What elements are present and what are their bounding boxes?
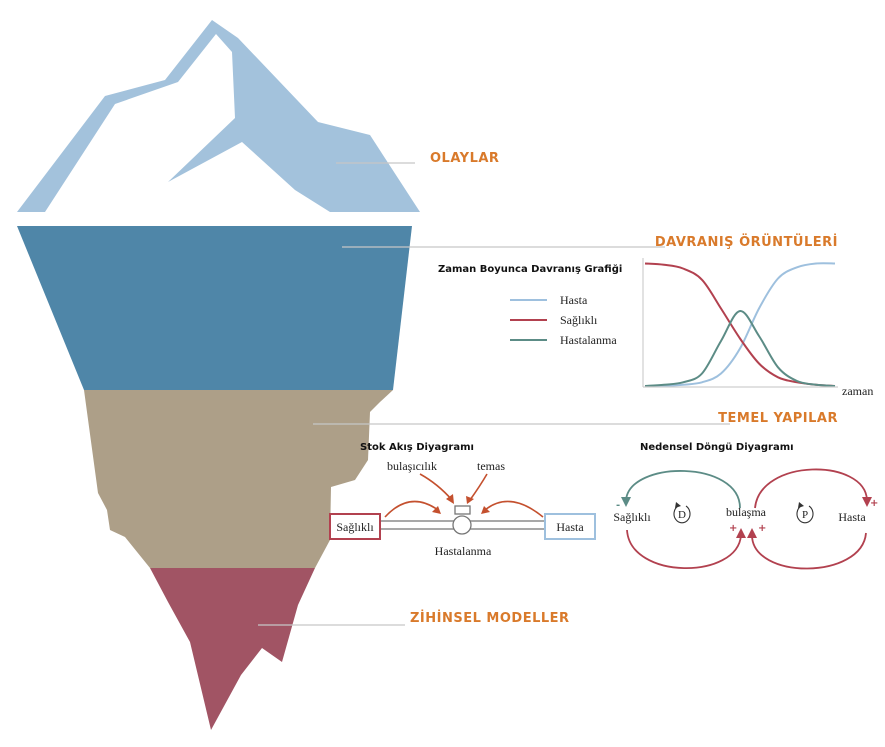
causal-loop-title: Nedensel Döngü Diyagramı xyxy=(640,442,794,453)
loop-node-hasta: Hasta xyxy=(838,510,866,524)
loop-d-arrow-icon xyxy=(675,502,681,508)
arrowhead-loop-d-top xyxy=(621,497,631,507)
sign-plus-mid: + xyxy=(758,523,766,534)
layer-models xyxy=(150,568,315,730)
loop-p-circle-icon xyxy=(796,505,814,524)
arrow-stock-right xyxy=(484,500,544,518)
label-patterns: DAVRANIŞ ÖRÜNTÜLERİ xyxy=(655,234,838,250)
loop-label-p: P xyxy=(802,509,808,521)
layer-structures xyxy=(84,390,393,568)
arrowhead-loop-d-bottom xyxy=(736,528,746,538)
behavior-graph-plot xyxy=(644,262,836,388)
series-line-1 xyxy=(644,262,836,387)
arrowhead-temas xyxy=(466,496,474,504)
flow-label-hastalanma: Hastalanma xyxy=(435,544,492,558)
label-mental-models: ZİHİNSEL MODELLER xyxy=(410,610,570,626)
stock-flow-title: Stok Akış Diyagramı xyxy=(360,442,474,453)
sign-plus-left: + xyxy=(729,523,737,534)
stock-box-saglikli xyxy=(329,513,381,540)
flow-valve xyxy=(452,515,472,535)
loop-p-arrow-icon xyxy=(798,502,804,508)
arrow-stock-left xyxy=(384,500,439,518)
arrow-temas xyxy=(469,473,488,501)
arrow-bulasicilik xyxy=(419,473,453,501)
legend-label-saglikli: Sağlıklı xyxy=(560,313,598,327)
stock-label-hasta: Hasta xyxy=(556,520,584,534)
flow-valve-top xyxy=(454,505,471,515)
stock-label-saglikli: Sağlıklı xyxy=(336,520,374,534)
legend-label-hasta: Hasta xyxy=(560,293,588,307)
arrowhead-loop-p-bottom xyxy=(747,528,757,538)
loop-d-bottom xyxy=(626,529,742,569)
sign-plus-right: + xyxy=(870,498,878,509)
arrowhead-stock-right xyxy=(481,506,490,514)
stock-box-hasta xyxy=(544,513,596,540)
series-line-2 xyxy=(644,310,836,387)
arrowhead-bulasicilik xyxy=(446,494,454,504)
loop-node-bulasma: bulaşma xyxy=(726,505,767,519)
graph-x-label: zaman xyxy=(842,384,873,398)
loop-label-d: D xyxy=(678,509,686,521)
layer-patterns xyxy=(17,226,412,390)
behavior-graph-title: Zaman Boyunca Davranış Grafiği xyxy=(438,263,622,275)
legend-label-hastalanma: Hastalanma xyxy=(560,333,617,347)
series-line-0 xyxy=(644,262,836,388)
label-events: OLAYLAR xyxy=(430,151,499,166)
aux-bulasicilik: bulaşıcılık xyxy=(387,459,437,473)
aux-temas: temas xyxy=(477,459,505,473)
label-structures: TEMEL YAPILAR xyxy=(718,411,838,426)
loop-d-circle-icon xyxy=(673,505,691,524)
arrowhead-loop-p-top xyxy=(862,497,872,507)
iceberg-tip xyxy=(17,20,420,212)
loop-p-bottom xyxy=(751,532,867,570)
loop-p-top xyxy=(754,468,868,509)
loop-d-top xyxy=(625,470,741,509)
sign-minus: - xyxy=(616,500,620,511)
loop-node-saglikli: Sağlıklı xyxy=(613,510,651,524)
arrowhead-stock-left xyxy=(432,506,441,514)
